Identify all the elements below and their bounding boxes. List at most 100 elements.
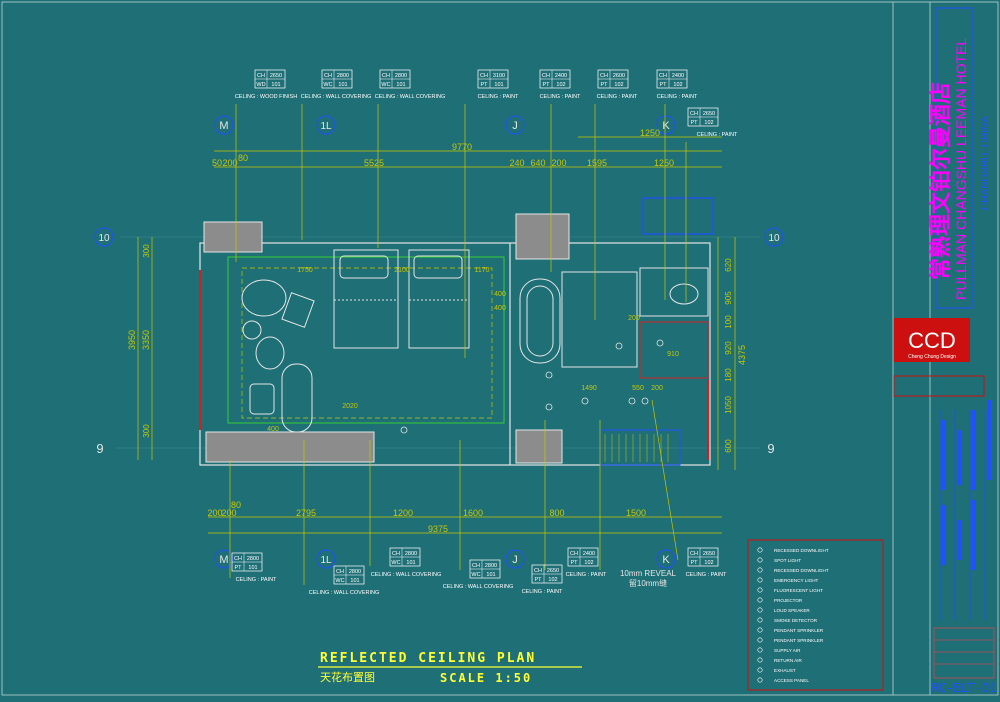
tag-value: 2400 <box>583 551 595 557</box>
dim-value: 600 <box>724 439 733 453</box>
shower-zone <box>639 321 709 379</box>
tag-label: CELING : PAINT <box>566 572 607 578</box>
legend-symbol-icon <box>757 647 763 653</box>
dim-value: 400 <box>267 426 279 433</box>
tag-value: 2800 <box>405 551 417 557</box>
hotel-name-frame <box>935 7 973 309</box>
legend-row: RETURN AIR <box>757 657 803 663</box>
downlight <box>641 397 649 405</box>
grid-row-9-right: 9 <box>767 441 774 456</box>
bed-left <box>333 249 399 349</box>
legend-symbol-icon <box>757 607 763 613</box>
legend-symbol-icon <box>757 677 763 683</box>
downlight <box>400 426 408 434</box>
title-text-marks <box>942 400 991 570</box>
tag-value: 102 <box>548 577 557 583</box>
legend-row: RECESSED DOWNLIGHT <box>757 567 829 573</box>
grid-col-J-top: J <box>505 115 525 135</box>
dim-value: 2795 <box>296 508 316 518</box>
dim-value: 1600 <box>463 508 483 518</box>
downlight <box>656 339 664 347</box>
legend-symbol-icon <box>757 657 763 663</box>
column-bottom-mid <box>515 429 563 464</box>
grid-label: 1L <box>320 121 332 132</box>
legend-symbol-icon <box>757 547 763 553</box>
plan-title-cn: 天花布置图 <box>320 671 375 684</box>
dim-value: 240 <box>509 158 524 168</box>
tag-value: PT <box>600 82 608 88</box>
grid-col-1L-top: 1L <box>316 115 336 135</box>
tag-value: CH <box>690 551 698 557</box>
title-block: 常熟理文铂尔曼酒店 PULLMAN CHANGSHU LEEMAN HOTEL … <box>893 7 997 695</box>
tag-value: 2400 <box>555 73 567 79</box>
tag-value: CH <box>542 73 550 79</box>
plan-title-en: REFLECTED CEILING PLAN <box>320 651 536 666</box>
tag-value: 101 <box>406 560 415 566</box>
bathtub-inner <box>526 285 554 357</box>
legend-frame <box>747 539 884 691</box>
tag-value: 101 <box>396 82 405 88</box>
dim-top-k: 1250 <box>640 128 660 138</box>
tag-value: CH <box>690 111 698 117</box>
dim-value: 1050 <box>724 396 733 414</box>
dim-value: 200 <box>222 158 237 168</box>
dim-value: 50 <box>212 158 222 168</box>
tag-label: CELING : PAINT <box>697 132 738 138</box>
dim-value: 400 <box>494 291 506 298</box>
tag-label: CELING : PAINT <box>540 94 581 100</box>
tag-value: CH <box>534 568 542 574</box>
tag-label: CELING : PAINT <box>478 94 519 100</box>
legend-label: EMERGENCY LIGHT <box>774 578 819 583</box>
dim-bottom-row1: 200 200 80 2795 1200 1600 800 1500 <box>207 500 646 518</box>
ccd-logo <box>894 318 970 362</box>
legend-row: FLUORESCENT LIGHT <box>757 587 823 593</box>
hotel-name-cn: 常熟理文铂尔曼酒店 <box>928 82 953 280</box>
grid-markers: M 1L J K M 1L J K <box>94 115 784 569</box>
tag-value: CH <box>659 73 667 79</box>
ccd-logo-sub: Cheng Chung Design <box>908 354 956 360</box>
tag-value: 2650 <box>270 73 282 79</box>
side-table <box>281 292 315 328</box>
drawing-number: RC-ELT-01 <box>931 681 996 695</box>
tag-value: CH <box>257 73 265 79</box>
chaise-lounge <box>281 363 313 433</box>
tag-value: 2800 <box>337 73 349 79</box>
legend-symbol-icon <box>757 597 763 603</box>
tag-label: CELING : WALL COVERING <box>371 572 442 578</box>
grid-label: 9 <box>767 441 774 456</box>
tag-value: PT <box>690 560 698 566</box>
tag-value: PT <box>542 82 550 88</box>
grid-label: J <box>512 554 518 566</box>
interior-dims: 1750 2100 1170 400 400 2020 1490 550 200… <box>267 267 679 433</box>
tag-value: CH <box>324 73 332 79</box>
tag-label: CELING : WALL COVERING <box>309 590 380 596</box>
dim-value: 100 <box>724 315 733 329</box>
dim-left-outer: 3950 <box>127 330 137 350</box>
dim-value: 1595 <box>587 158 607 168</box>
grid-label: K <box>662 120 670 132</box>
tag-value: PT <box>480 82 488 88</box>
tag-value: 101 <box>248 565 257 571</box>
tag-value: 2650 <box>703 551 715 557</box>
tag-value: CH <box>392 551 400 557</box>
tag-value: WD <box>256 82 265 88</box>
dim-value: 2020 <box>342 403 358 410</box>
tag-value: CH <box>600 73 608 79</box>
tag-value: 101 <box>271 82 280 88</box>
dim-left-small-top: 300 <box>142 244 151 258</box>
stool <box>242 320 262 340</box>
pillow-right <box>413 255 463 279</box>
tag-value: 3100 <box>493 73 505 79</box>
tag-label: CELING : PAINT <box>597 94 638 100</box>
legend-label: PENDANT SPRINKLER <box>774 638 824 643</box>
legend-label: SPOT LIGHT <box>774 558 801 563</box>
dim-value: 620 <box>724 258 733 272</box>
dim-value: 80 <box>231 500 241 510</box>
